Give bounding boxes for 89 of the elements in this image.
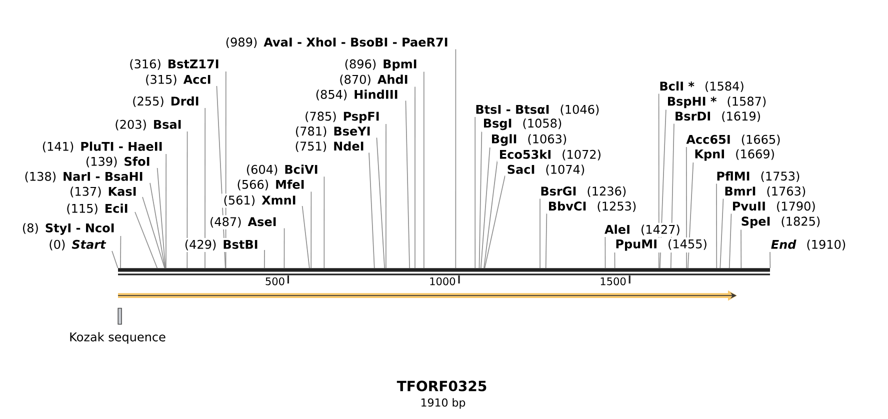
- leader-line: [423, 71, 424, 268]
- site-label: PvuII (1790): [733, 201, 815, 212]
- leader-line: [368, 152, 375, 268]
- site-label: (315) AccI: [146, 74, 210, 86]
- leader-line: [150, 182, 166, 268]
- site-label: BmrI (1763): [725, 186, 806, 198]
- site-label: AleI (1427): [604, 224, 680, 236]
- leader-line: [658, 92, 660, 268]
- leader-line: [134, 212, 158, 268]
- leader-line: [204, 108, 206, 268]
- leader-line: [480, 146, 490, 268]
- site-label: (870) AhdI: [340, 74, 408, 86]
- site-label: (255) DrdI: [133, 96, 198, 108]
- sequence-bar: [118, 268, 770, 276]
- site-label: Eco53kI (1072): [500, 150, 600, 160]
- site-label: BsgI (1058): [484, 118, 562, 130]
- tick-label: 1500: [600, 277, 626, 286]
- site-label: (896) BpmI: [345, 59, 416, 71]
- site-label: PflMI (1753): [717, 171, 800, 182]
- leader-line: [720, 197, 724, 268]
- site-label: (139) SfoI: [86, 156, 150, 168]
- leader-line: [484, 175, 506, 268]
- site-label: SacI (1074): [508, 164, 584, 176]
- leader-line: [455, 48, 456, 268]
- leader-line: [478, 130, 482, 268]
- site-label: (0) Start: [50, 240, 106, 250]
- site-label: BsrDI (1619): [676, 111, 760, 122]
- leader-line: [670, 122, 674, 268]
- site-label: (137) KasI: [70, 186, 136, 198]
- leader-line: [166, 154, 167, 268]
- tick-label: 1000: [430, 277, 456, 286]
- leader-line: [264, 250, 265, 268]
- leader-line: [376, 137, 385, 268]
- site-label: BspHI * (1587): [668, 96, 766, 108]
- leader-line: [284, 228, 285, 268]
- site-label: End (1910): [771, 240, 846, 250]
- feature-label: Kozak sequence: [70, 332, 166, 344]
- site-label: BsrGI (1236): [541, 186, 626, 198]
- site-label: (989) AvaI - XhoI - BsoBI - PaeR7I: [226, 37, 448, 48]
- leader-line: [302, 206, 310, 268]
- site-label: (429) BstBI: [185, 240, 258, 250]
- site-label: (781) BseYI: [296, 126, 370, 138]
- leader-line: [545, 212, 548, 268]
- leader-line: [770, 251, 771, 268]
- site-label: (8) StyI - NcoI: [22, 223, 114, 235]
- site-label: BclI * (1584): [660, 81, 744, 92]
- caption: 1910 bp: [421, 398, 466, 409]
- leader-line: [688, 160, 694, 268]
- leader-line: [324, 176, 325, 268]
- site-label: BtsI - BtsαI (1046): [476, 104, 599, 116]
- site-label: (785) PspFI: [306, 112, 379, 124]
- site-label: (566) MfeI: [238, 180, 304, 190]
- site-label: SpeI (1825): [742, 216, 820, 228]
- leader-line: [474, 116, 476, 268]
- leader-line: [156, 168, 166, 268]
- leader-line: [225, 71, 226, 268]
- leader-line: [604, 236, 606, 268]
- leader-line: [216, 86, 226, 268]
- site-label: (138) NarI - BsaHI: [25, 172, 142, 182]
- site-label: BglI (1063): [492, 134, 566, 146]
- leader-line: [686, 146, 687, 268]
- leader-line: [728, 212, 732, 268]
- site-label: (203) BsaI: [116, 120, 181, 130]
- leader-line: [484, 160, 498, 268]
- leader-line: [120, 236, 122, 268]
- leader-line: [310, 191, 312, 268]
- leader-line: [186, 131, 188, 268]
- leader-line: [112, 250, 118, 268]
- site-label: (487) AseI: [210, 216, 276, 228]
- site-label: (604) BciVI: [246, 164, 318, 176]
- leader-line: [660, 108, 666, 268]
- map-title: TFORF0325: [396, 380, 486, 392]
- leader-line: [740, 228, 742, 268]
- site-label: (141) PluTI - HaeII: [42, 142, 162, 152]
- leader-line: [414, 86, 416, 268]
- site-label: (115) EciI: [67, 204, 128, 214]
- site-label: BbvCI (1253): [549, 201, 636, 212]
- tick-label: 500: [266, 277, 284, 286]
- site-label: (561) XmnI: [224, 195, 296, 206]
- site-label: PpuMI (1455): [616, 239, 706, 251]
- site-label: (854) HindIII: [316, 90, 398, 100]
- leader-line: [614, 250, 616, 268]
- leader-line: [716, 182, 718, 268]
- site-label: Acc65I (1665): [686, 134, 780, 146]
- leader-line: [405, 100, 410, 268]
- leader-line: [142, 196, 166, 268]
- site-label: (751) NdeI: [296, 141, 364, 152]
- site-label: KpnI (1669): [695, 149, 774, 161]
- site-label: (316) BstZ17I: [130, 59, 218, 70]
